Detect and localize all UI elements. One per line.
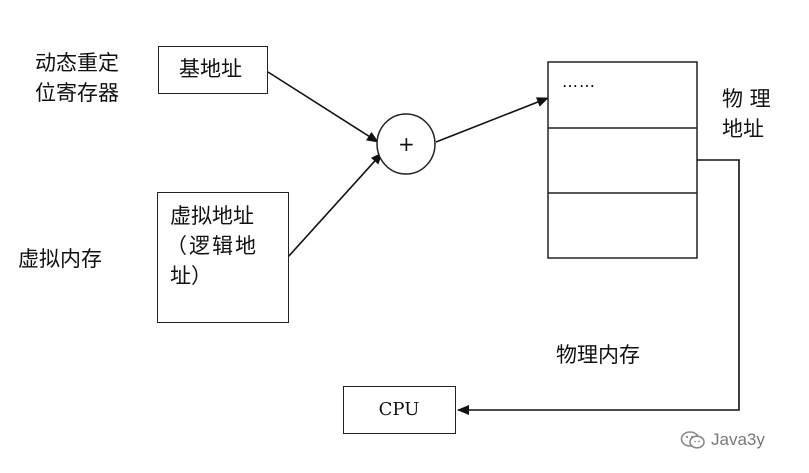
arrow-virtual-to-adder — [287, 152, 383, 258]
virtual-address-box: 虚拟地址 （逻辑地 址） — [157, 192, 289, 323]
adder-plus-sign: + — [398, 132, 415, 156]
cpu-text: CPU — [378, 399, 420, 420]
virtual-memory-label: 虚拟内存 — [18, 247, 102, 271]
dynamic-relocation-register-label: 动态重定 位寄存器 — [35, 48, 119, 108]
arrow-base-to-adder — [267, 71, 379, 143]
watermark: Java3y — [680, 428, 765, 452]
virtual-address-line-2: （逻辑地 — [166, 234, 258, 258]
arrow-memory-to-cpu — [457, 159, 740, 415]
dynamic-relocation-register-line-1: 动态重定 — [35, 51, 119, 75]
physical-memory-block — [547, 61, 698, 259]
physical-address-line-1: 物 理 — [722, 87, 771, 111]
physical-address-line-2: 地址 — [722, 117, 764, 141]
adder-circle — [376, 113, 436, 175]
cpu-box: CPU — [343, 386, 456, 434]
base-address-text: 基地址 — [179, 57, 242, 81]
virtual-address-line-3: 址） — [170, 264, 212, 288]
virtual-address-line-1: 虚拟地址 — [170, 204, 254, 228]
wechat-icon — [680, 431, 705, 449]
arrow-adder-to-memory — [435, 97, 549, 143]
physical-address-label: 物 理 地址 — [722, 84, 771, 144]
dynamic-relocation-register-line-2: 位寄存器 — [35, 81, 119, 105]
watermark-text: Java3y — [711, 430, 765, 449]
base-address-box: 基地址 — [158, 46, 268, 94]
memory-top-cell-dots: …… — [562, 72, 596, 91]
physical-memory-label: 物理内存 — [556, 343, 640, 367]
